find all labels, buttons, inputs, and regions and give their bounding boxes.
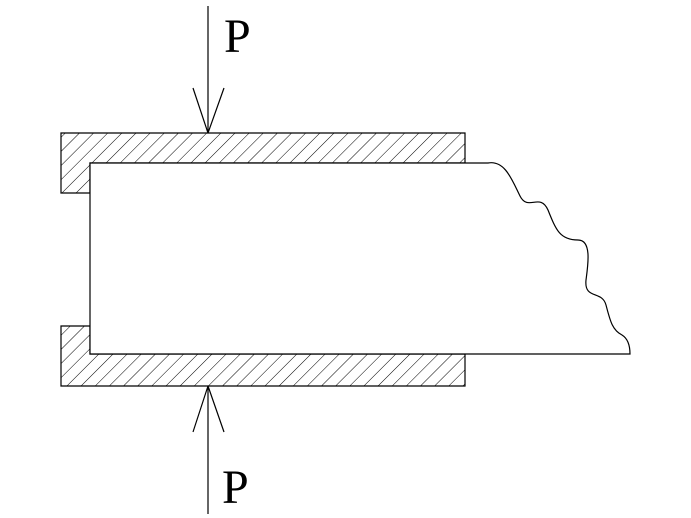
bottom-force-label: P: [222, 461, 249, 514]
plate-specimen: [89, 162, 631, 355]
bottom-force-arrow: [192, 385, 225, 514]
top-force-arrow: [192, 6, 225, 134]
top-force-label: P: [224, 10, 251, 63]
